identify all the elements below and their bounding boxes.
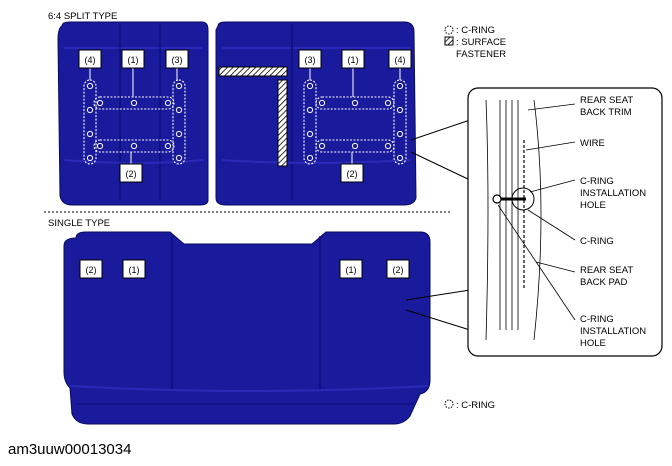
- c-ring: [351, 142, 359, 150]
- svg-text:: SURFACE: : SURFACE: [456, 37, 506, 48]
- c-ring: [86, 154, 94, 162]
- c-ring: [396, 82, 404, 90]
- c-ring: [130, 142, 138, 150]
- c-ring: [306, 82, 314, 90]
- channel-left-1: [93, 96, 175, 110]
- svg-text:(3): (3): [172, 55, 183, 65]
- c-ring: [86, 82, 94, 90]
- c-ring: [86, 130, 94, 138]
- c-ring: [306, 130, 314, 138]
- detail-box: [467, 87, 663, 357]
- surface-fastener-horizontal: [218, 66, 288, 77]
- figure-id-caption: am3uuw00013034: [8, 441, 132, 458]
- svg-text:FASTENER: FASTENER: [456, 49, 506, 60]
- svg-text:(1): (1): [348, 55, 359, 65]
- label-cring-installation-hole-1: C-RING INSTALLATION HOLE: [580, 176, 649, 211]
- split-label-boxes: (4) (1) (3) (2) (3) (1) (4) (2): [78, 49, 412, 183]
- c-ring: [306, 106, 314, 114]
- split-type-heading: 6:4 SPLIT TYPE: [48, 11, 117, 22]
- c-ring: [384, 99, 392, 107]
- label-wire: WIRE: [580, 138, 605, 149]
- svg-text:(1): (1): [129, 265, 140, 275]
- label-rear-seat-back-pad: REAR SEAT BACK PAD: [580, 265, 636, 288]
- channel-left-2: [93, 139, 175, 153]
- c-ring: [396, 130, 404, 138]
- svg-text:(4): (4): [395, 55, 406, 65]
- single-seat-back: [63, 231, 431, 425]
- svg-text:(2): (2): [393, 265, 404, 275]
- c-ring: [351, 99, 359, 107]
- legend-top: : C-RING : SURFACE FASTENER: [444, 25, 506, 60]
- c-ring: [318, 99, 326, 107]
- detail-callout: REAR SEAT BACK TRIM WIRE C-RING INSTALLA…: [405, 87, 663, 357]
- label-cring: C-RING: [580, 236, 614, 247]
- svg-text:(1): (1): [346, 265, 357, 275]
- channel-left-3: [172, 79, 186, 165]
- c-ring: [164, 142, 172, 150]
- legend-bottom: : C-RING: [444, 399, 495, 411]
- c-ring: [175, 106, 183, 114]
- c-ring: [306, 154, 314, 162]
- surface-fastener-legend-icon: [444, 36, 454, 46]
- svg-text:(4): (4): [85, 55, 96, 65]
- c-ring: [96, 99, 104, 107]
- c-ring: [384, 142, 392, 150]
- c-ring: [175, 130, 183, 138]
- c-ring: [175, 82, 183, 90]
- channel-right-2: [315, 139, 395, 153]
- label-cring-installation-hole-2: C-RING INSTALLATION HOLE: [580, 314, 649, 349]
- svg-text:(3): (3): [305, 55, 316, 65]
- surface-fastener-vertical: [277, 79, 288, 167]
- channel-right-1: [315, 96, 395, 110]
- c-ring: [396, 154, 404, 162]
- c-ring: [96, 142, 104, 150]
- c-ring: [318, 142, 326, 150]
- label-rear-seat-back-trim: REAR SEAT BACK TRIM: [580, 95, 636, 118]
- svg-text:(2): (2): [86, 265, 97, 275]
- c-ring-legend-icon-bottom: [444, 399, 454, 409]
- c-ring-legend-icon: [444, 25, 454, 35]
- single-label-boxes: (2) (1) (1) (2): [79, 259, 410, 279]
- c-ring: [175, 154, 183, 162]
- c-ring: [130, 99, 138, 107]
- single-type-heading: SINGLE TYPE: [48, 218, 110, 229]
- svg-text:(2): (2): [126, 169, 137, 179]
- c-ring: [86, 106, 94, 114]
- svg-text:(2): (2): [347, 169, 358, 179]
- svg-text:: C-RING: : C-RING: [456, 25, 495, 36]
- c-ring: [164, 99, 172, 107]
- svg-text:: C-RING: : C-RING: [456, 400, 495, 411]
- svg-text:(1): (1): [128, 55, 139, 65]
- c-ring: [396, 106, 404, 114]
